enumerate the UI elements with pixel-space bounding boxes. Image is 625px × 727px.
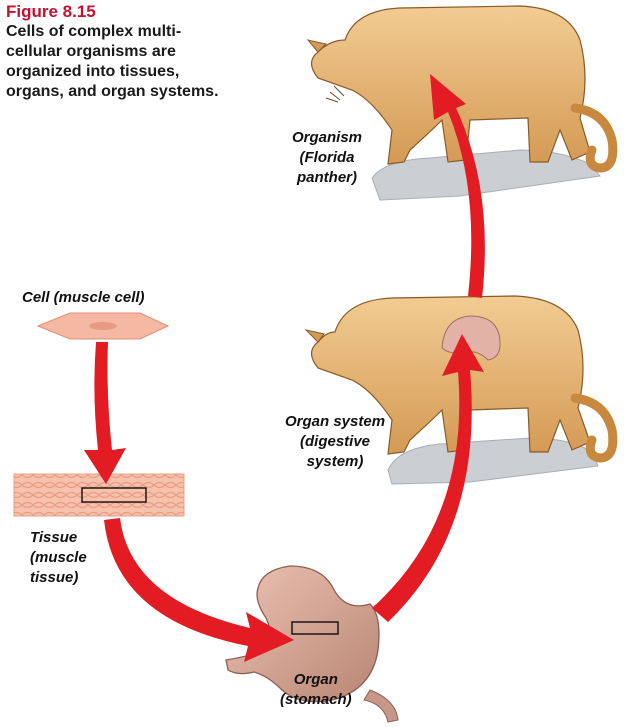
label-organism: Organism (Florida panther) <box>292 128 362 188</box>
muscle-tissue-illustration <box>14 474 184 516</box>
muscle-cell-illustration <box>38 313 168 339</box>
arrow-cell-to-tissue <box>84 342 126 484</box>
label-cell: Cell (muscle cell) <box>22 288 145 308</box>
label-organ-system: Organ system (digestive system) <box>285 412 385 472</box>
label-tissue: Tissue (muscle tissue) <box>30 528 87 588</box>
rock-middle <box>388 438 598 484</box>
label-organ: Organ (stomach) <box>280 670 352 710</box>
